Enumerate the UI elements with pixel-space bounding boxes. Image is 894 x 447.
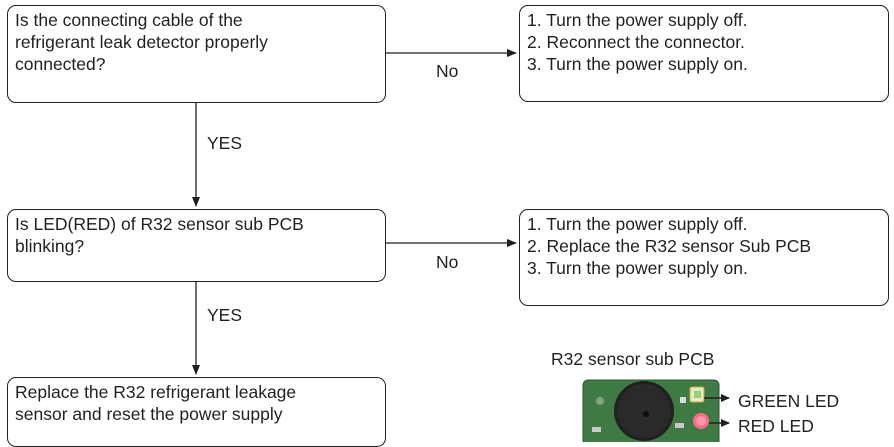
result-replace-sensor: Replace the R32 refrigerant leakage sens…	[7, 377, 386, 447]
action-step: 2. Reconnect the connector.	[527, 32, 745, 52]
action-step: 1. Turn the power supply off.	[527, 10, 748, 30]
label-yes-1: YES	[207, 133, 243, 153]
action-replace-sub-pcb: 1. Turn the power supply off. 2. Replace…	[519, 209, 889, 306]
action-step: 2. Replace the R32 sensor Sub PCB	[527, 236, 812, 256]
action-step: 3. Turn the power supply on.	[527, 54, 748, 74]
label-no-1: No	[436, 61, 459, 81]
question-line: Is the connecting cable of the	[15, 10, 243, 30]
action-step: 3. Turn the power supply on.	[527, 258, 748, 278]
question-led-blinking: Is LED(RED) of R32 sensor sub PCB blinki…	[7, 209, 386, 282]
pcb-illustration	[580, 375, 894, 447]
label-green-led: GREEN LED	[738, 391, 840, 411]
mounting-hole	[596, 397, 604, 405]
action-reconnect: 1. Turn the power supply off. 2. Reconne…	[519, 5, 889, 102]
result-line: sensor and reset the power supply	[15, 404, 283, 424]
pcb-photo	[582, 379, 730, 447]
question-cable-connected: Is the connecting cable of the refrigera…	[7, 5, 386, 103]
question-line: connected?	[15, 54, 106, 74]
pcb-title: R32 sensor sub PCB	[551, 349, 715, 369]
question-line: refrigerant leak detector properly	[15, 32, 268, 52]
label-yes-2: YES	[207, 305, 243, 325]
label-no-2: No	[436, 252, 459, 272]
result-line: Replace the R32 refrigerant leakage	[15, 382, 297, 402]
label-red-led: RED LED	[738, 416, 814, 436]
action-step: 1. Turn the power supply off.	[527, 214, 748, 234]
question-line: blinking?	[15, 236, 85, 256]
question-line: Is LED(RED) of R32 sensor sub PCB	[15, 214, 304, 234]
